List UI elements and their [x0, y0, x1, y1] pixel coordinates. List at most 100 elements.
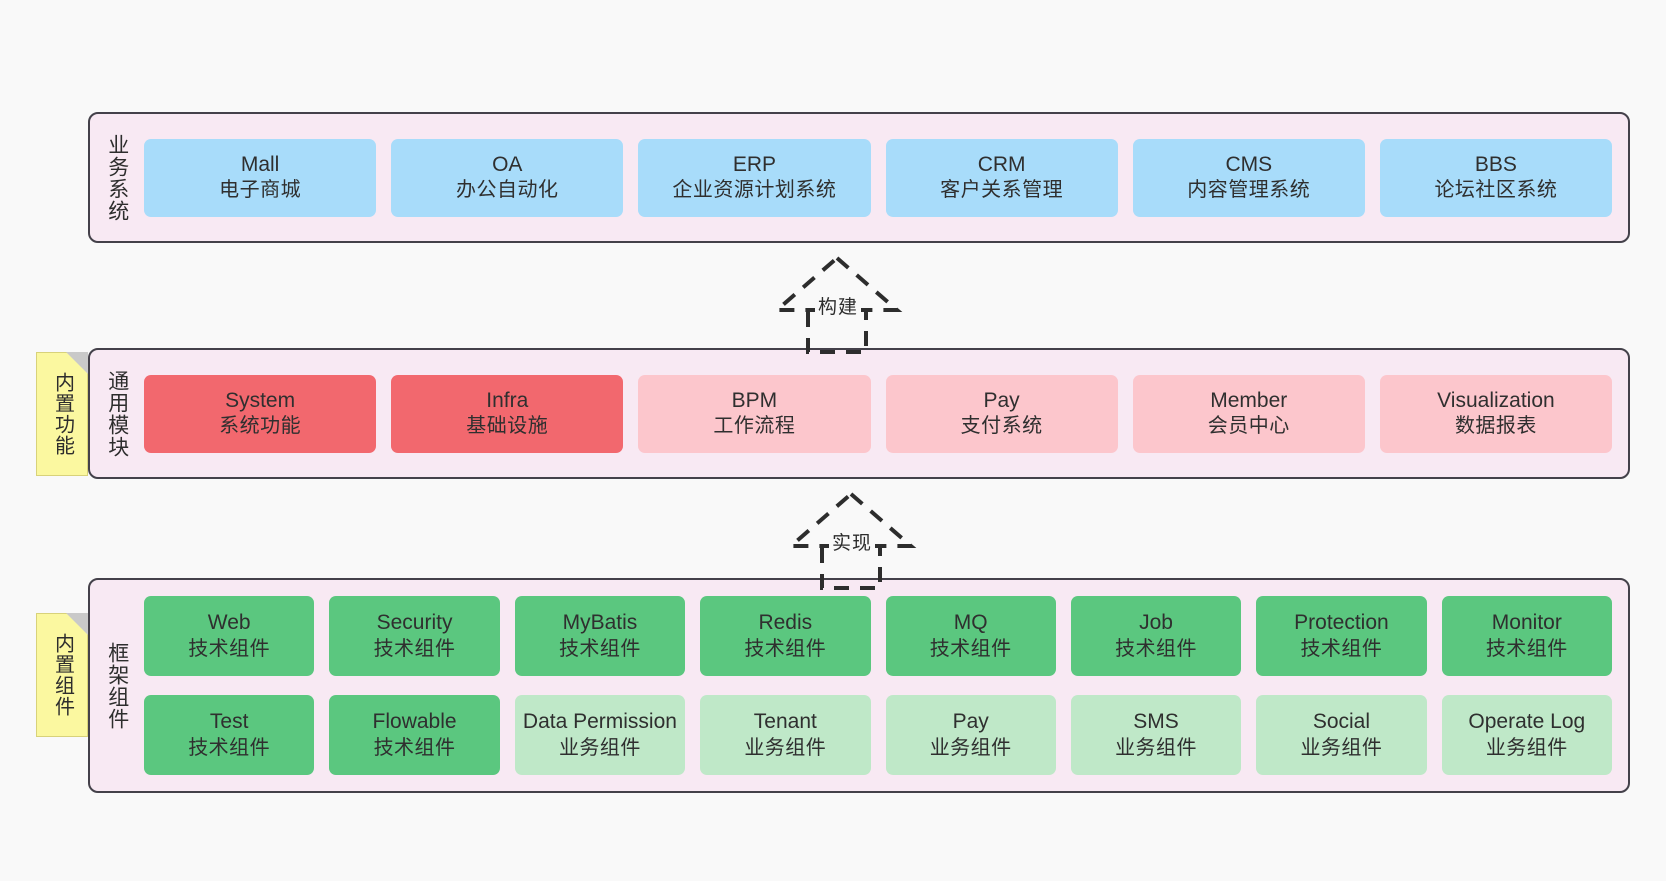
node-pay[interactable]: Pay 支付系统 — [885, 374, 1118, 453]
node-subtitle: 技术组件 — [373, 637, 456, 660]
node-test[interactable]: Test 技术组件 — [144, 695, 315, 775]
node-subtitle: 企业资源计划系统 — [672, 179, 837, 202]
node-bpm[interactable]: BPM 工作流程 — [638, 374, 871, 453]
node-infra[interactable]: Infra 基础设施 — [391, 374, 624, 453]
node-subtitle: 业务组件 — [558, 736, 641, 759]
layer-title-common: 通用模块 — [105, 369, 129, 458]
node-visualization[interactable]: Visualization 数据报表 — [1379, 374, 1613, 453]
node-title: MQ — [953, 611, 988, 635]
layer-title-framework: 框架组件 — [105, 641, 129, 730]
node-bbs[interactable]: BBS 论坛社区系统 — [1379, 138, 1613, 217]
node-operate-log[interactable]: Operate Log 业务组件 — [1441, 695, 1612, 775]
node-mybatis[interactable]: MyBatis 技术组件 — [514, 596, 686, 676]
node-subtitle: 业务组件 — [1300, 736, 1383, 759]
node-title: Data Permission — [522, 710, 677, 734]
node-subtitle: 会员中心 — [1207, 415, 1290, 438]
node-title: Protection — [1294, 611, 1389, 635]
node-title: Operate Log — [1468, 710, 1586, 734]
layer-body-business: Mall 电子商城 OA 办公自动化 ERP 企业资源计划系统 CRM 客户关系… — [144, 114, 1628, 241]
connector-build-label: 构建 — [815, 292, 862, 319]
node-system[interactable]: System 系统功能 — [144, 374, 377, 453]
node-subtitle: 技术组件 — [1485, 637, 1568, 660]
node-subtitle: 内容管理系统 — [1187, 179, 1311, 202]
note-builtin-component: 内置组件 — [36, 613, 88, 737]
node-title: System — [225, 388, 296, 412]
node-tenant[interactable]: Tenant 业务组件 — [700, 695, 871, 775]
node-title: CMS — [1225, 152, 1273, 176]
node-oa[interactable]: OA 办公自动化 — [391, 138, 624, 217]
node-mq[interactable]: MQ 技术组件 — [885, 596, 1056, 676]
framework-business-row: Test 技术组件 Flowable 技术组件 Data Permission … — [144, 695, 1612, 775]
node-title: Social — [1312, 710, 1371, 734]
node-subtitle: 论坛社区系统 — [1434, 179, 1558, 202]
node-pay-component[interactable]: Pay 业务组件 — [885, 695, 1056, 775]
layer-business-systems: 业务系统 Mall 电子商城 OA 办公自动化 ERP 企业资源计划系统 CRM… — [88, 112, 1630, 243]
node-title: OA — [492, 152, 523, 176]
framework-tech-row: Web 技术组件 Security 技术组件 MyBatis 技术组件 Redi… — [144, 596, 1612, 676]
node-protection[interactable]: Protection 技术组件 — [1256, 596, 1427, 676]
node-title: Job — [1139, 611, 1173, 635]
node-subtitle: 业务组件 — [1485, 736, 1568, 759]
node-title: BBS — [1474, 152, 1517, 176]
node-title: Web — [207, 611, 251, 635]
layer-body-common: System 系统功能 Infra 基础设施 BPM 工作流程 Pay 支付系统… — [144, 350, 1628, 477]
node-title: Monitor — [1491, 611, 1562, 635]
node-flowable[interactable]: Flowable 技术组件 — [329, 695, 500, 775]
node-subtitle: 业务组件 — [744, 736, 827, 759]
node-title: Pay — [983, 388, 1020, 412]
node-subtitle: 业务组件 — [1115, 736, 1198, 759]
node-title: Member — [1210, 388, 1288, 412]
node-subtitle: 电子商城 — [219, 179, 302, 202]
node-subtitle: 技术组件 — [1115, 637, 1198, 660]
common-node-row: System 系统功能 Infra 基础设施 BPM 工作流程 Pay 支付系统… — [144, 374, 1613, 453]
node-job[interactable]: Job 技术组件 — [1070, 596, 1242, 676]
node-title: Test — [209, 710, 249, 734]
node-title: Pay — [952, 710, 989, 734]
node-subtitle: 技术组件 — [1300, 637, 1383, 660]
node-title: MyBatis — [562, 611, 638, 635]
node-erp[interactable]: ERP 企业资源计划系统 — [638, 138, 871, 217]
node-web[interactable]: Web 技术组件 — [144, 596, 315, 676]
node-title: Redis — [758, 611, 813, 635]
connector-implement-label: 实现 — [829, 528, 876, 555]
node-mall[interactable]: Mall 电子商城 — [144, 138, 377, 217]
node-title: SMS — [1133, 710, 1179, 734]
node-title: Security — [376, 611, 453, 635]
node-subtitle: 办公自动化 — [456, 179, 559, 202]
node-data-permission[interactable]: Data Permission 业务组件 — [514, 695, 686, 775]
node-title: Visualization — [1437, 388, 1555, 412]
node-member[interactable]: Member 会员中心 — [1132, 374, 1365, 453]
node-subtitle: 客户关系管理 — [940, 179, 1064, 202]
node-subtitle: 技术组件 — [188, 637, 271, 660]
node-monitor[interactable]: Monitor 技术组件 — [1441, 596, 1612, 676]
node-title: ERP — [732, 152, 777, 176]
node-title: Infra — [486, 388, 529, 412]
node-redis[interactable]: Redis 技术组件 — [700, 596, 871, 676]
layer-body-framework: Web 技术组件 Security 技术组件 MyBatis 技术组件 Redi… — [144, 580, 1628, 791]
node-subtitle: 技术组件 — [929, 637, 1012, 660]
node-cms[interactable]: CMS 内容管理系统 — [1132, 138, 1365, 217]
business-node-row: Mall 电子商城 OA 办公自动化 ERP 企业资源计划系统 CRM 客户关系… — [144, 138, 1613, 217]
node-subtitle: 数据报表 — [1454, 415, 1537, 438]
node-sms[interactable]: SMS 业务组件 — [1070, 695, 1242, 775]
node-subtitle: 支付系统 — [960, 415, 1043, 438]
node-social[interactable]: Social 业务组件 — [1256, 695, 1427, 775]
layer-common-modules: 通用模块 System 系统功能 Infra 基础设施 BPM 工作流程 Pay… — [88, 348, 1630, 479]
node-subtitle: 基础设施 — [466, 415, 549, 438]
node-security[interactable]: Security 技术组件 — [329, 596, 500, 676]
node-subtitle: 业务组件 — [929, 736, 1012, 759]
node-crm[interactable]: CRM 客户关系管理 — [885, 138, 1118, 217]
node-title: Tenant — [753, 710, 817, 734]
node-subtitle: 技术组件 — [558, 637, 641, 660]
note-builtin-function: 内置功能 — [36, 352, 88, 476]
node-subtitle: 系统功能 — [219, 415, 302, 438]
node-title: Mall — [240, 152, 280, 176]
layer-framework-components: 框架组件 Web 技术组件 Security 技术组件 MyBatis 技术组件… — [88, 578, 1630, 793]
node-title: Flowable — [372, 710, 457, 734]
node-subtitle: 工作流程 — [713, 415, 796, 438]
node-subtitle: 技术组件 — [744, 637, 827, 660]
node-title: BPM — [731, 388, 778, 412]
node-subtitle: 技术组件 — [188, 736, 271, 759]
layer-title-business: 业务系统 — [105, 133, 129, 222]
